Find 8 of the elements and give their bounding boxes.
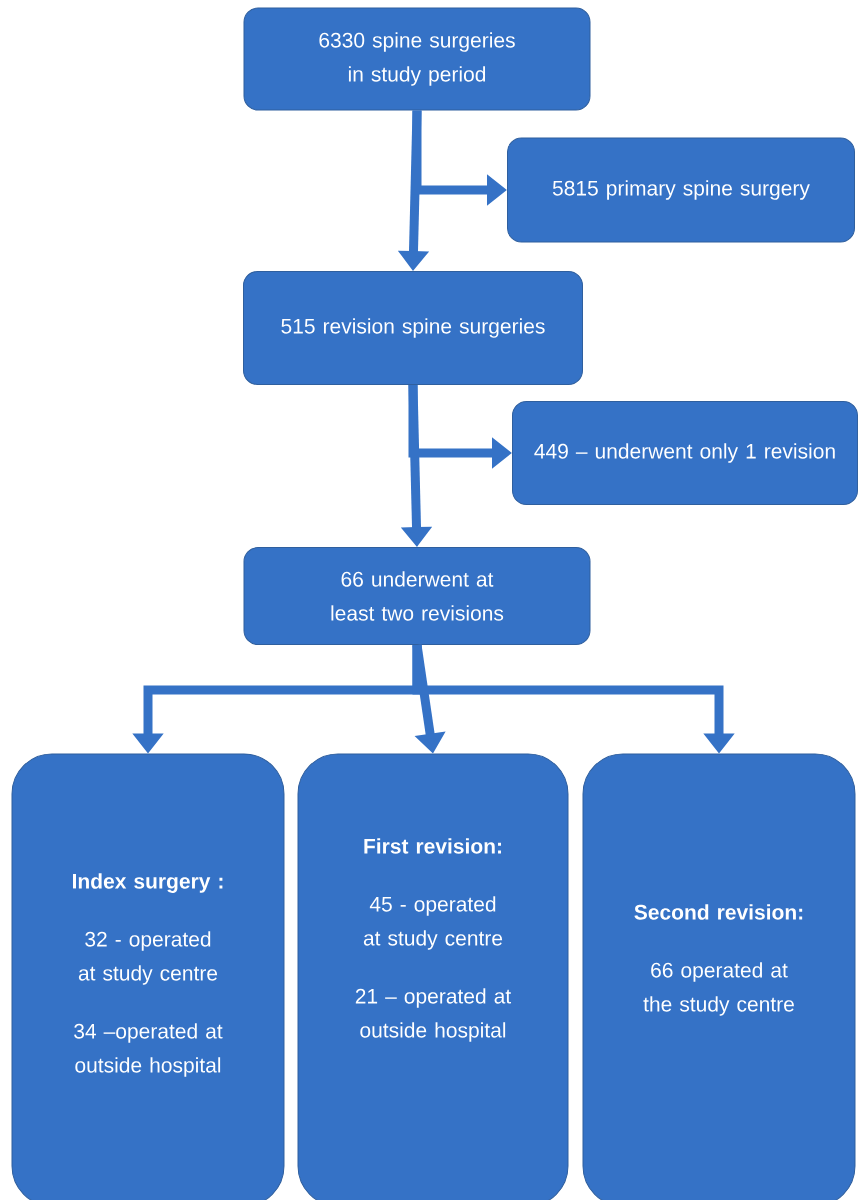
result-box: Index surgery : 32 - operated at study centre 34 –operated at outside hospital bbox=[11, 753, 285, 1200]
result-box: First revision: 45 - operated at study centre 21 – operated at outside hospital bbox=[297, 753, 569, 1200]
process-box: 66 underwent at least two revisions bbox=[243, 547, 591, 645]
process-box: 449 – underwent only 1 revision bbox=[512, 401, 858, 505]
process-box: 6330 spine surgeries in study period bbox=[243, 7, 591, 111]
process-box: 5815 primary spine surgery bbox=[507, 137, 855, 243]
result-box: Second revision: 66 operated at the study centre bbox=[582, 753, 856, 1200]
process-box: 515 revision spine surgeries bbox=[243, 271, 583, 385]
